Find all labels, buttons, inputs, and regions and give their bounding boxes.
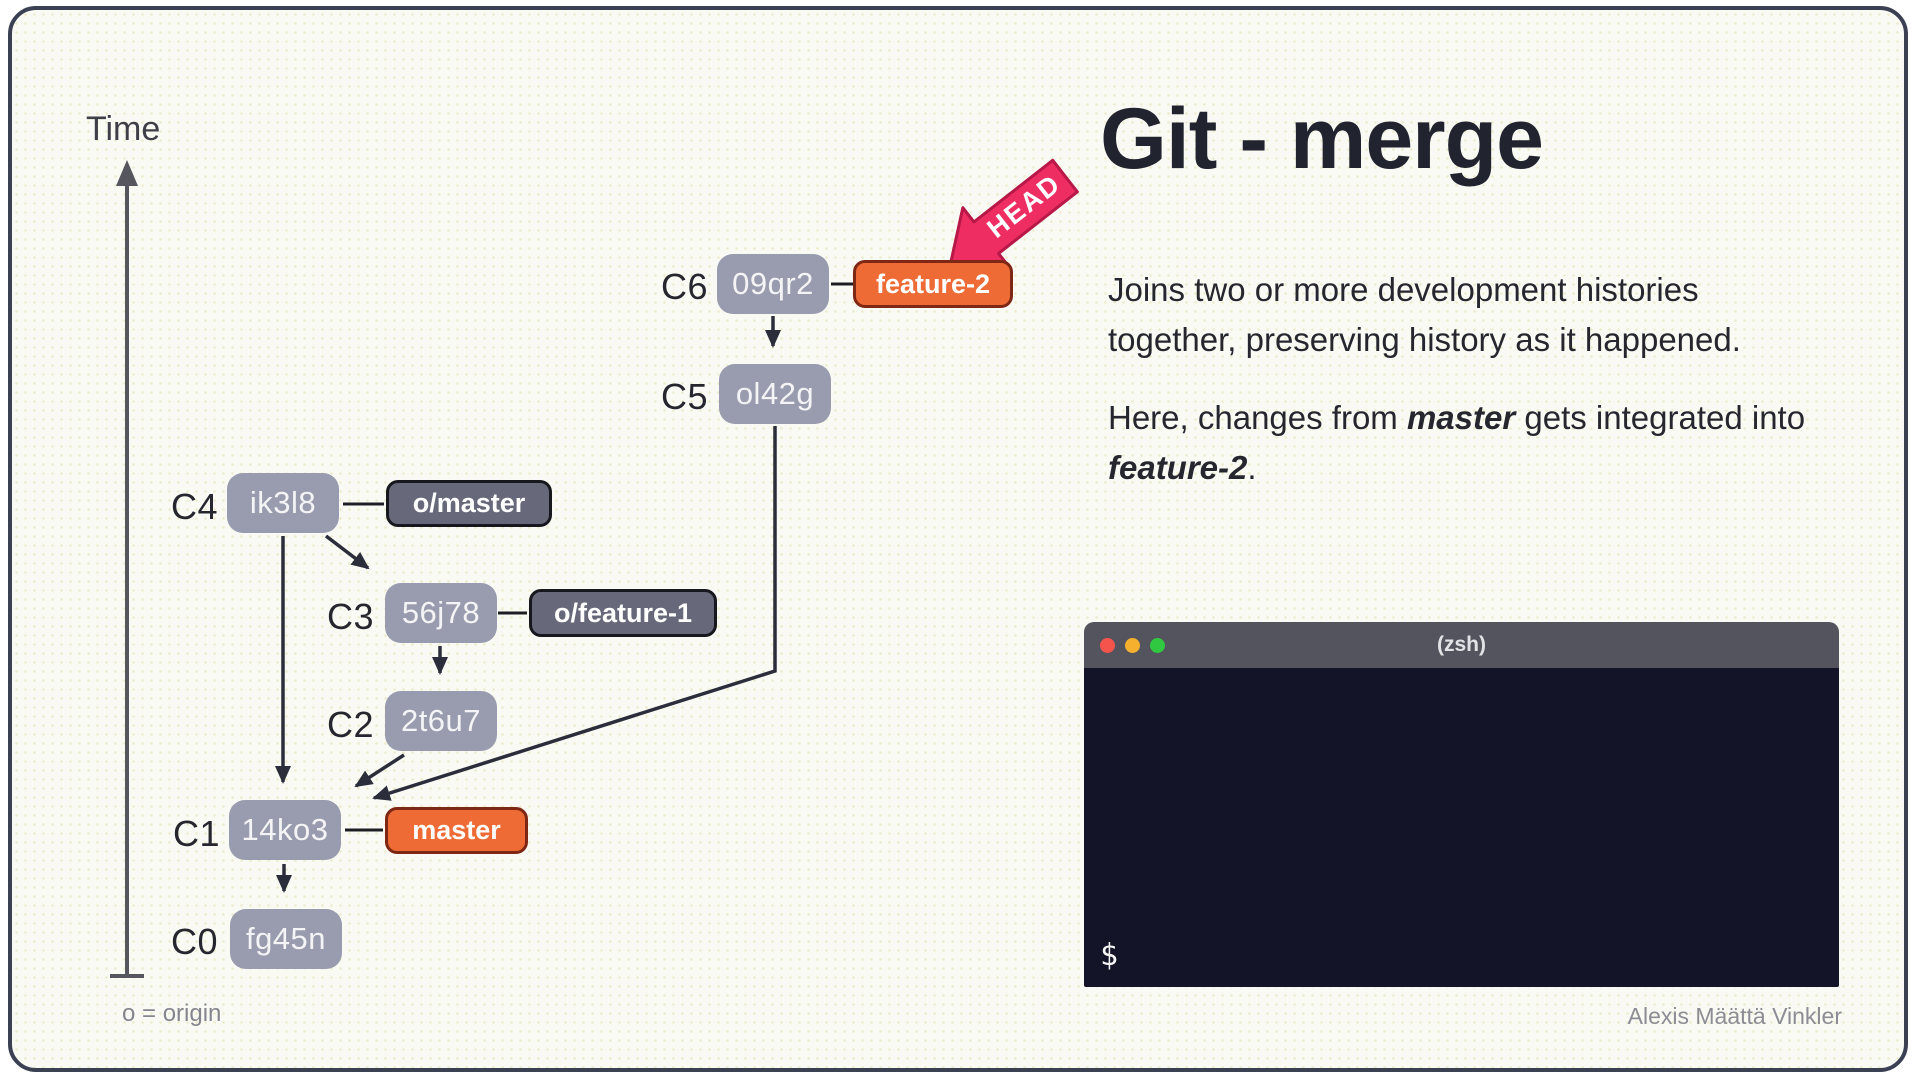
- commit-node-c5: ol42g: [719, 364, 831, 424]
- terminal-prompt: $: [1100, 938, 1119, 973]
- description-paragraph-1: Joins two or more development histories …: [1108, 271, 1741, 358]
- paragraph-2-master-emphasis: master: [1406, 399, 1516, 436]
- slide-frame: HEAD Time o = origin C6 C5 C4 C3 C2 C1 C…: [8, 6, 1908, 1072]
- commit-node-c0: fg45n: [230, 909, 342, 969]
- paragraph-2-feature2-emphasis: feature-2: [1108, 449, 1248, 486]
- commit-label-c3: C3: [326, 596, 374, 637]
- branch-o-master: o/master: [386, 480, 552, 527]
- time-axis: [110, 182, 144, 978]
- close-window-button[interactable]: [1100, 637, 1115, 653]
- time-axis-label: Time: [86, 110, 161, 148]
- commit-node-c4: ik3l8: [227, 473, 339, 533]
- zoom-window-button[interactable]: [1150, 637, 1165, 653]
- commit-node-c2: 2t6u7: [385, 691, 497, 751]
- page-title: Git - merge: [1100, 91, 1544, 187]
- commit-label-c6: C6: [660, 266, 708, 307]
- origin-footnote: o = origin: [122, 1000, 222, 1027]
- edge-c2-c1: [354, 753, 405, 788]
- paragraph-2-text: .: [1247, 449, 1257, 486]
- head-label: HEAD: [981, 168, 1066, 244]
- commit-label-c4: C4: [170, 486, 218, 527]
- terminal-title-bar: (zsh): [1084, 622, 1839, 668]
- commit-label-c0: C0: [170, 921, 218, 962]
- terminal-title: (zsh): [1437, 633, 1486, 656]
- commit-label-c5: C5: [660, 376, 708, 417]
- time-axis-arrowhead: [116, 160, 138, 186]
- commit-label-c1: C1: [172, 813, 220, 854]
- branch-master: master: [385, 807, 528, 854]
- commit-node-c1: 14ko3: [229, 800, 341, 860]
- edge-c4-c3: [324, 534, 370, 570]
- description-paragraph-2: Here, changes from master gets integrate…: [1108, 393, 1828, 493]
- commit-node-c3: 56j78: [385, 583, 497, 643]
- paragraph-2-text: gets integrated into: [1515, 399, 1806, 436]
- minimize-window-button[interactable]: [1125, 637, 1140, 653]
- terminal-body[interactable]: $: [1084, 668, 1839, 987]
- window-controls: [1100, 622, 1165, 668]
- commit-label-c2: C2: [326, 704, 374, 745]
- paragraph-2-text: Here, changes from: [1108, 399, 1407, 436]
- author-attribution: Alexis Määttä Vinkler: [1627, 1003, 1842, 1029]
- terminal-window: (zsh) $: [1084, 622, 1839, 987]
- branch-o-feature-1: o/feature-1: [529, 589, 717, 637]
- commit-node-c6: 09qr2: [717, 254, 829, 314]
- branch-feature-2: feature-2: [853, 260, 1013, 308]
